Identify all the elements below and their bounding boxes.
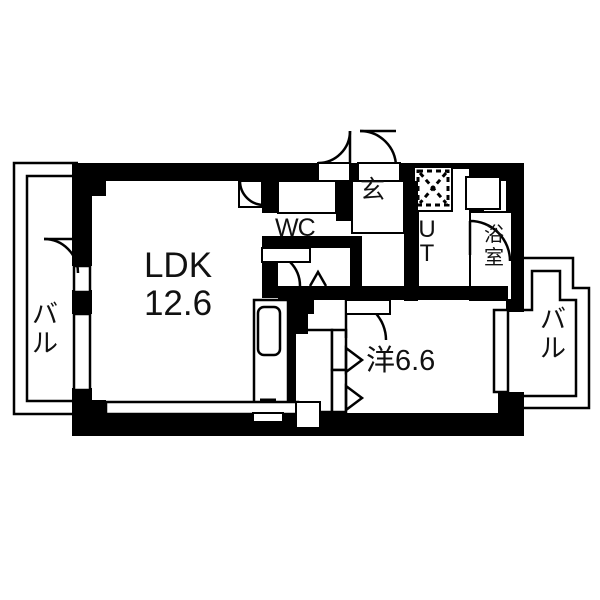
- closet-partition: [288, 314, 308, 414]
- ldk-area: 12.6: [143, 283, 213, 323]
- closet-sliding-doors-icon: [344, 345, 365, 413]
- room-label-toilet: WC: [275, 214, 316, 242]
- entrance-door-panel2: [357, 162, 401, 182]
- bedroom-window: [492, 308, 510, 394]
- balcony-right-line1: バ: [540, 304, 567, 334]
- utility-line2: T: [419, 240, 435, 267]
- toilet-door-panel: [261, 247, 311, 263]
- interior-partitions-mid: [278, 286, 508, 330]
- room-label-entrance: 玄: [360, 176, 386, 204]
- entrance-door-panel: [317, 162, 351, 182]
- balcony-left-outline: [12, 161, 78, 416]
- bathroom-line2: 室: [484, 247, 504, 269]
- room-label-balcony-right: バ ル: [540, 304, 567, 364]
- room-label-western-room: 洋6.6: [366, 345, 436, 377]
- balcony-left-line2: ル: [32, 328, 59, 359]
- ldk-balcony-door: [72, 264, 92, 392]
- utility-line1: U: [418, 216, 436, 243]
- bathroom-window: [465, 176, 501, 210]
- kitchen: [252, 298, 290, 414]
- bedroom-closet: [292, 328, 365, 414]
- ldk-name: LDK: [143, 246, 213, 285]
- bottom-wall-details: [252, 401, 321, 429]
- kitchen-sink-icon: [256, 305, 282, 357]
- shoe-cupboard: [238, 180, 337, 214]
- room-label-utility: U T: [415, 218, 439, 266]
- floor-marker-icon: [308, 269, 328, 287]
- room-label-ldk: LDK 12.6: [118, 248, 238, 321]
- entrance-door-icon: [317, 129, 398, 168]
- ldk-door-icon: [238, 180, 265, 207]
- bathroom-line1: 浴: [484, 224, 504, 246]
- balcony-left-line1: バ: [32, 299, 59, 329]
- utility-room: [413, 166, 471, 299]
- bedroom-door-panel: [345, 299, 391, 315]
- bathroom-door-icon: [468, 219, 512, 262]
- room-label-balcony-left: バ ル: [32, 299, 59, 359]
- balcony-right-line2: ル: [540, 333, 567, 364]
- room-label-bathroom: 浴 室: [482, 224, 506, 270]
